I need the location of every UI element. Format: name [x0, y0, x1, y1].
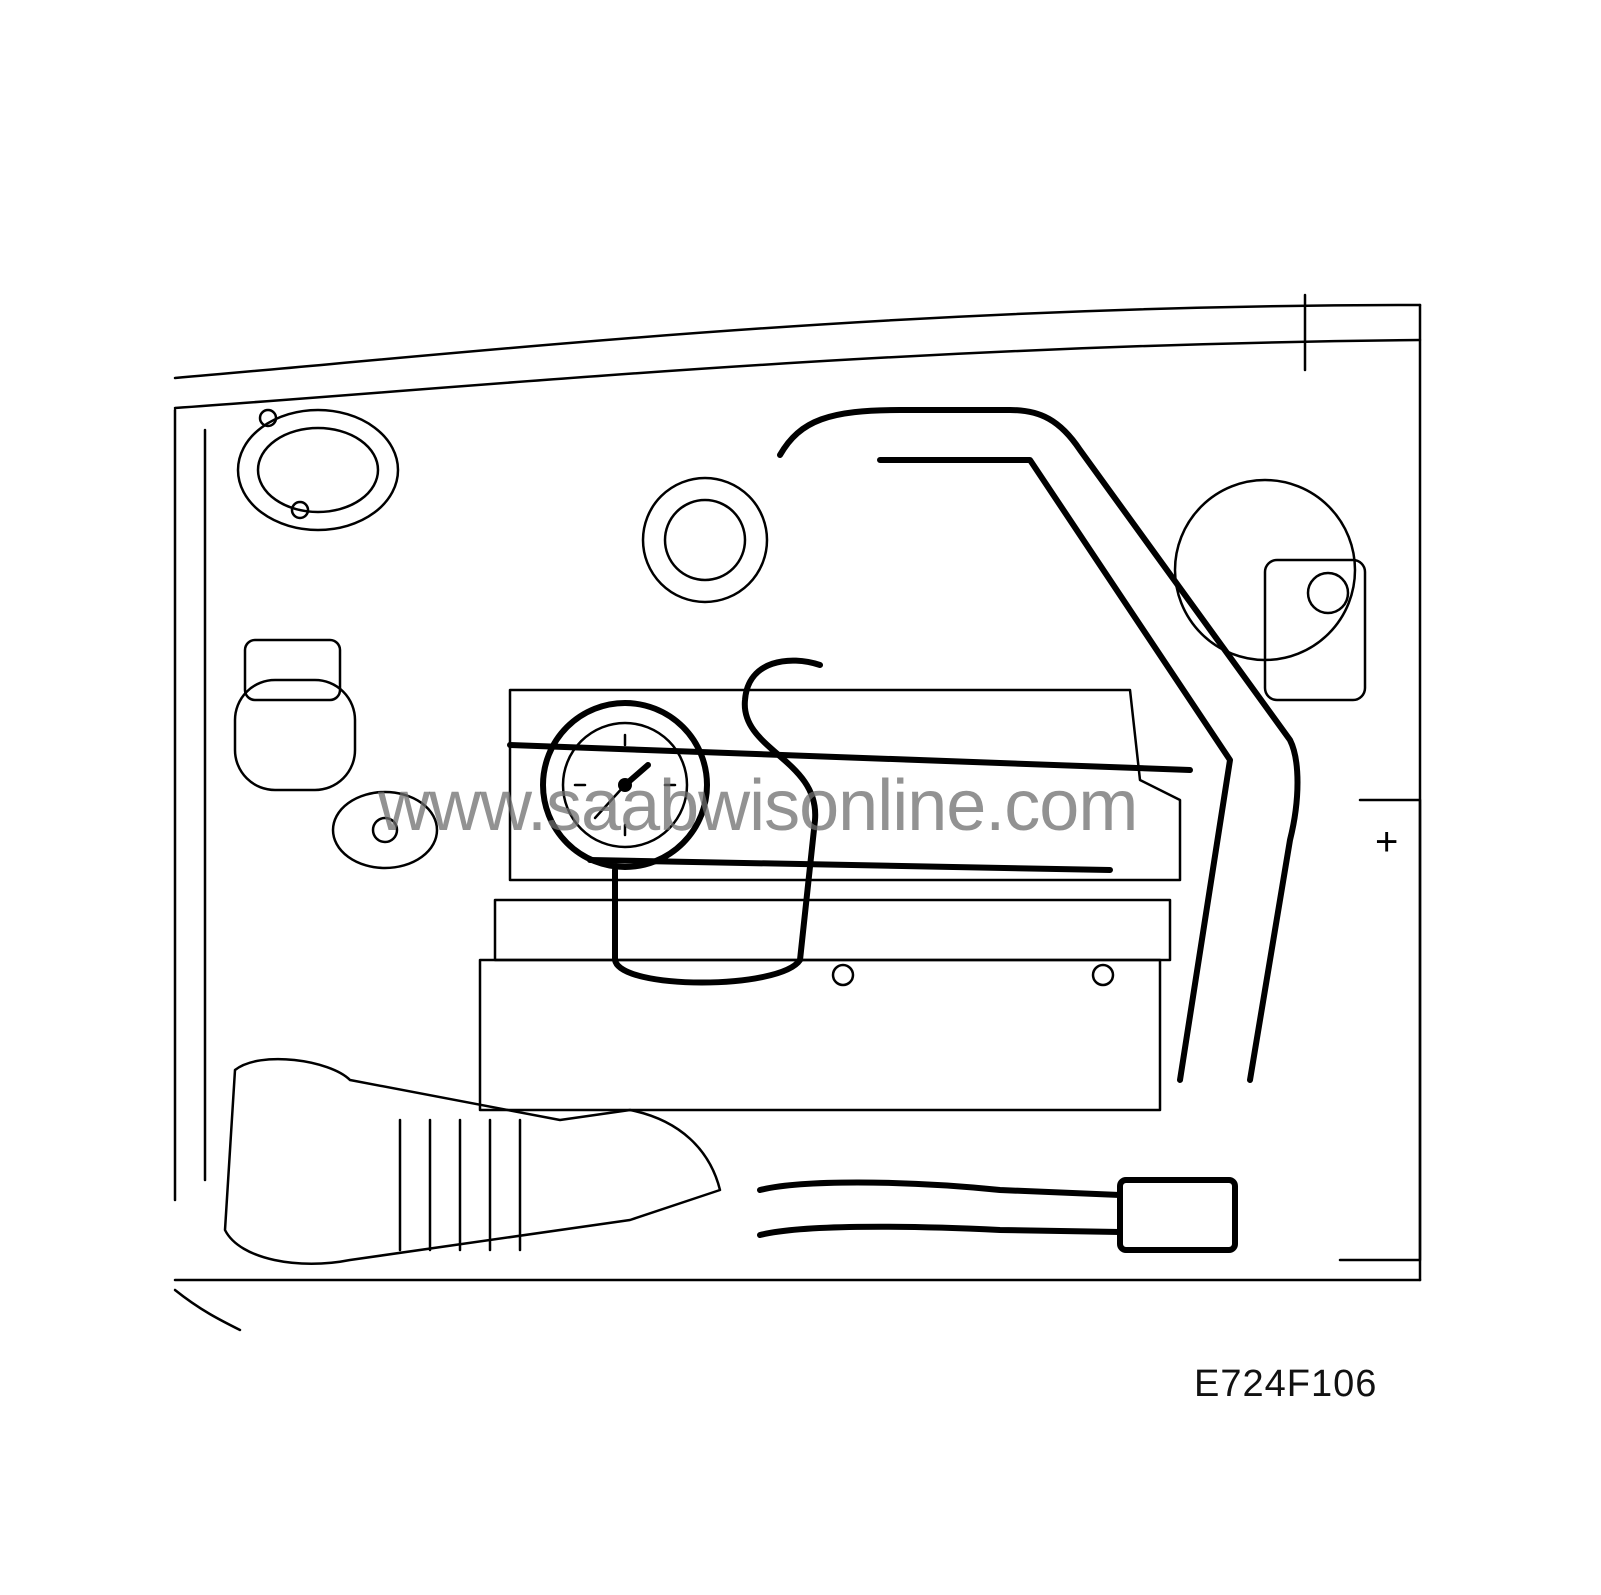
intake-hose	[223, 1057, 722, 1265]
brake-booster	[1173, 478, 1367, 702]
strut-tower	[236, 408, 400, 532]
compression-gauge	[540, 657, 823, 986]
svg-text:+: +	[1375, 820, 1398, 864]
fluid-reservoir	[233, 638, 439, 870]
valve-cover	[478, 688, 1193, 1112]
vacuum-hose	[757, 1177, 1238, 1253]
body-outline	[173, 293, 1422, 1332]
figure-id-label: E724F106	[1194, 1363, 1378, 1405]
charge-pipe	[777, 407, 1301, 1083]
battery: +	[1338, 798, 1422, 1262]
watermark-text: www.saabwisonline.com	[378, 766, 1138, 846]
oil-cap	[641, 476, 769, 604]
